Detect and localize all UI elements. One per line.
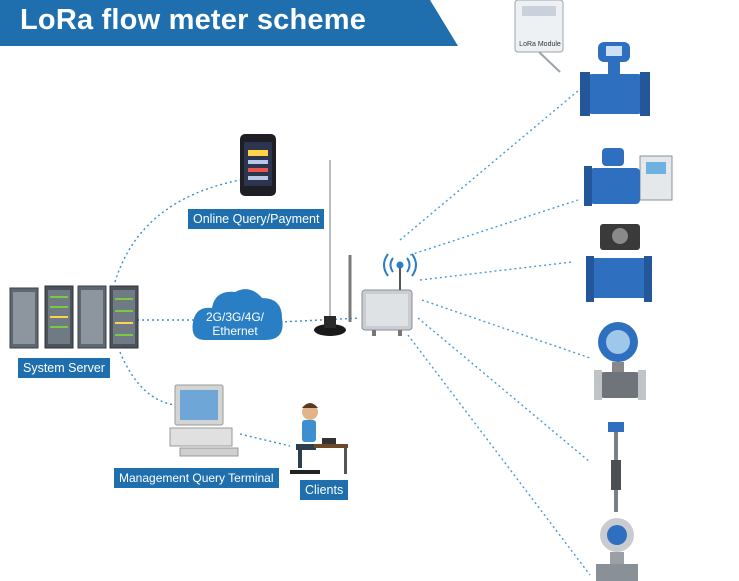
terminal-to-client-link — [239, 433, 291, 447]
smartphone-icon — [240, 134, 276, 196]
server-rack-icon — [9, 285, 139, 349]
antenna-icon — [383, 253, 417, 290]
cloud-icon — [192, 289, 283, 340]
gateway-icon — [314, 160, 413, 336]
server-to-phone-link — [114, 179, 241, 283]
lora-links — [399, 84, 591, 576]
person-at-desk-icon — [290, 403, 348, 474]
server-links — [114, 179, 361, 447]
lora-module-label: LoRa Module — [519, 41, 561, 48]
cloud-line-1: 2G/3G/4G/ — [205, 310, 265, 324]
computer-icon — [169, 384, 239, 457]
server-to-terminal-link — [119, 351, 176, 406]
flow-meter-icon — [586, 224, 652, 302]
management-terminal-label: Management Query Terminal — [114, 468, 279, 488]
flow-meter-icon — [594, 322, 646, 400]
lora-module-icon — [514, 0, 564, 73]
server-unit — [77, 285, 107, 349]
server-unit — [9, 287, 39, 349]
system-server-label: System Server — [18, 358, 110, 378]
title-banner — [0, 0, 458, 46]
cloud-to-gateway-link — [279, 317, 361, 323]
cloud-line-2: Ethernet — [212, 324, 258, 338]
flow-meter-icon — [596, 518, 638, 581]
server-unit — [44, 285, 74, 349]
flow-meter-icon — [584, 148, 673, 206]
server-unit — [109, 285, 139, 349]
flow-meter-icon — [580, 42, 650, 116]
cloud-text: 2G/3G/4G/ Ethernet — [199, 310, 271, 338]
online-query-label: Online Query/Payment — [188, 209, 325, 229]
flow-meter-icon — [608, 422, 624, 512]
clients-label: Clients — [300, 480, 349, 500]
page-title: LoRa flow meter scheme — [20, 4, 367, 36]
